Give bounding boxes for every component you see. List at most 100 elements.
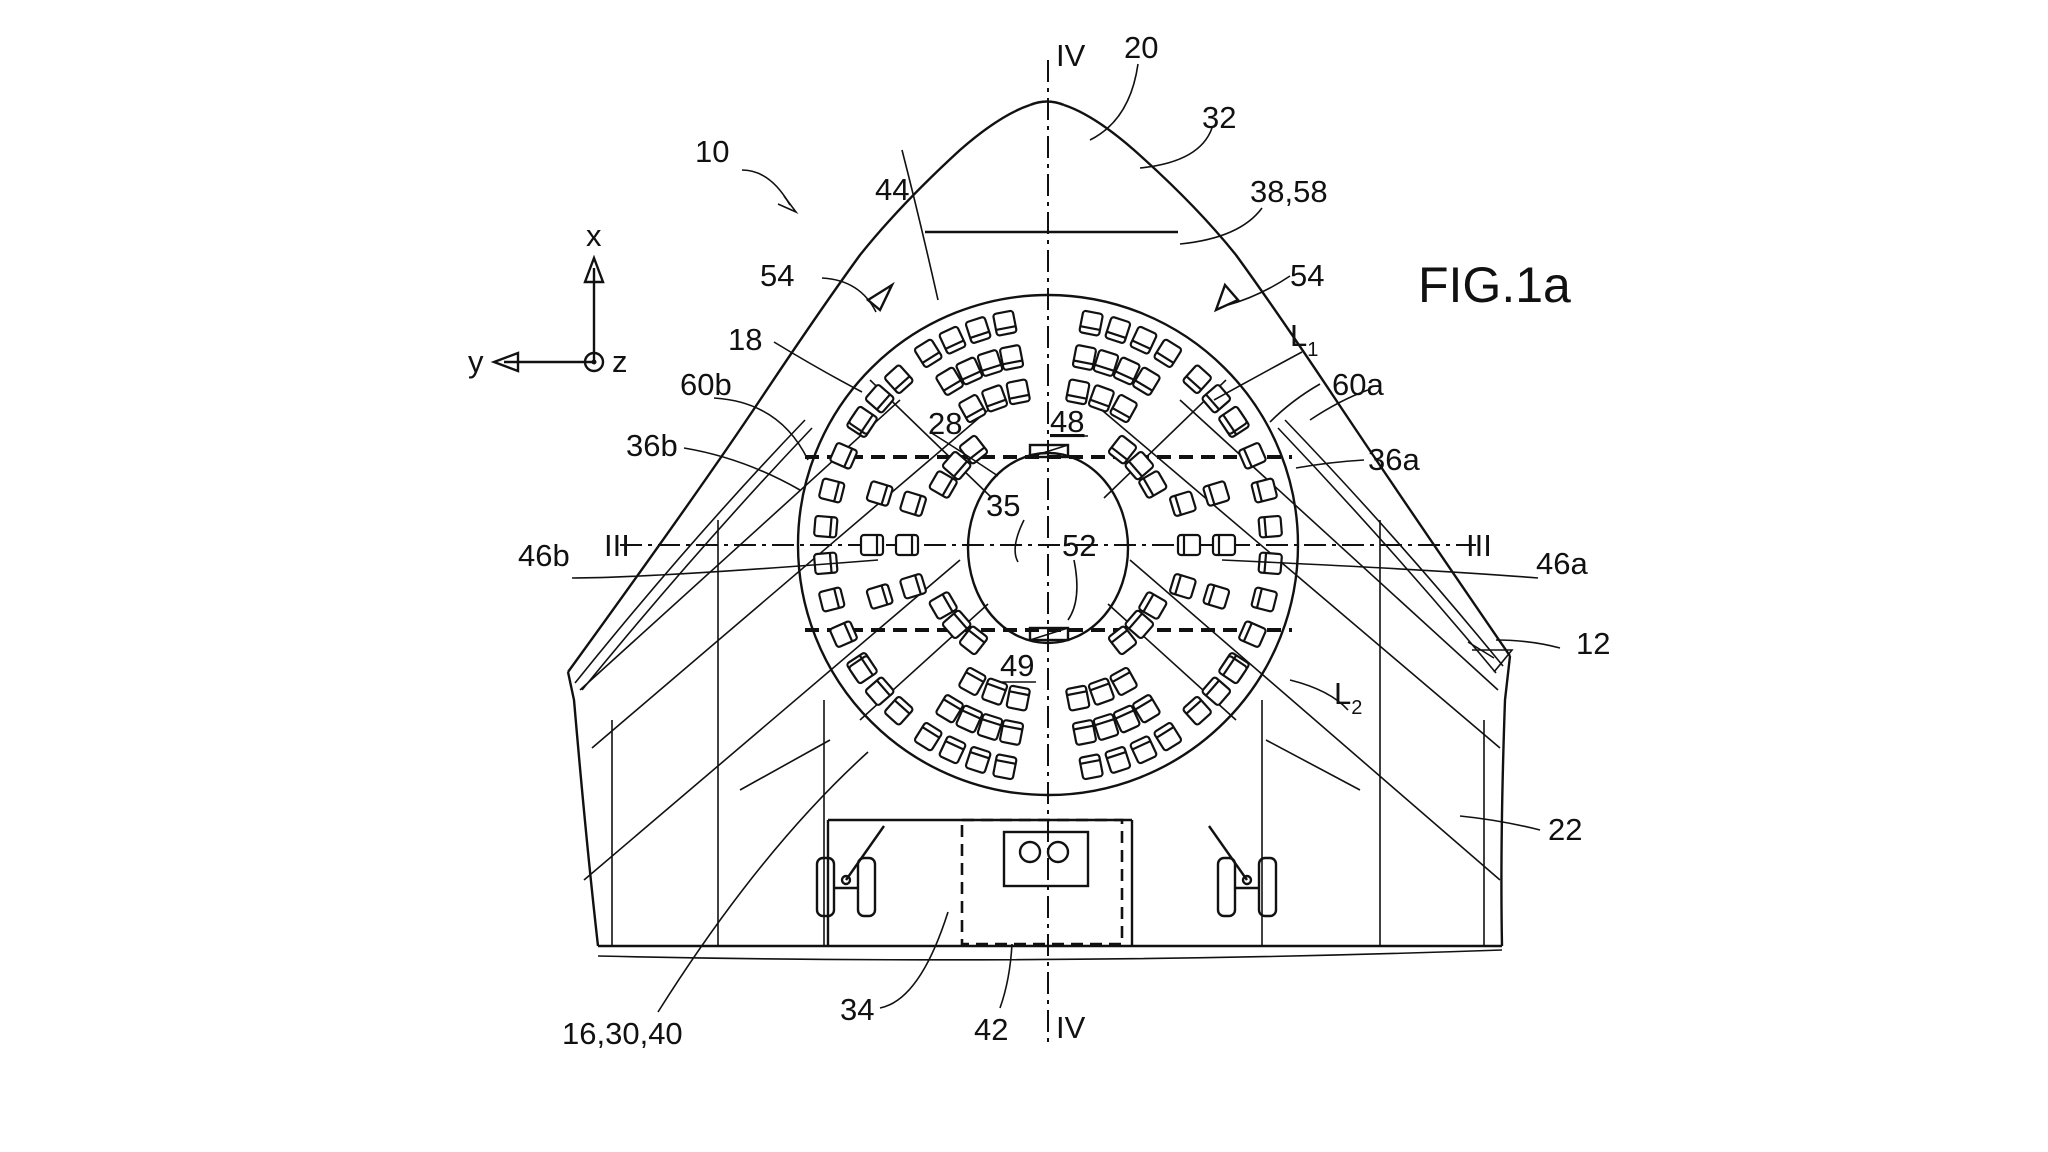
seat-icon — [818, 477, 846, 504]
ref-22: 22 — [1548, 812, 1582, 847]
seat-icon — [958, 666, 987, 696]
seat-icon — [1257, 551, 1283, 576]
seat-icon — [1092, 713, 1120, 741]
seat-icon — [1202, 583, 1231, 610]
seat-icon — [992, 309, 1018, 337]
seat-icon — [899, 573, 927, 600]
seat-icon — [1182, 695, 1212, 726]
axis-triad: x y z — [468, 218, 628, 379]
seat-icon — [935, 366, 964, 396]
seat-icon — [1112, 356, 1141, 386]
leader-lines — [571, 63, 1561, 1013]
seat-icon — [976, 349, 1004, 377]
seat-icon — [999, 344, 1025, 371]
ref-L2-main: L — [1334, 676, 1351, 711]
ref-L1-sub: 1 — [1307, 339, 1318, 361]
ref-42: 42 — [974, 1012, 1008, 1047]
seat-icon — [818, 586, 846, 613]
ref-36b: 36b — [626, 428, 678, 463]
section-mark-right: III — [1466, 528, 1492, 563]
seat-icon — [1138, 591, 1168, 620]
seat-icon — [981, 677, 1009, 706]
seat-icon — [928, 470, 958, 499]
seat-icon — [938, 735, 967, 765]
section-mark-left: III — [604, 528, 630, 563]
seat-icon — [1250, 477, 1278, 504]
seat-icon — [1202, 480, 1231, 507]
landing-gear-area — [815, 818, 1278, 946]
seat-icon — [1112, 704, 1141, 734]
seat-icon — [1078, 309, 1104, 337]
section-mark-bottom: IV — [1056, 1010, 1086, 1045]
ref-20: 20 — [1124, 30, 1158, 65]
seat-icon — [829, 620, 858, 648]
seat-icon — [955, 356, 984, 386]
seat-icon — [1238, 620, 1267, 648]
ref-36a: 36a — [1368, 442, 1420, 477]
ref-54-right: 54 — [1290, 258, 1324, 293]
seat-icon — [848, 405, 878, 435]
ref-L2: L2 — [1334, 676, 1362, 719]
seat-icon — [1238, 442, 1267, 470]
ref-52: 52 — [1062, 528, 1096, 563]
seat-icon — [1104, 316, 1132, 344]
ref-35: 35 — [986, 488, 1020, 523]
seat-icon — [976, 713, 1004, 741]
seat-icon — [1201, 676, 1232, 706]
seat-icon — [859, 533, 885, 557]
seat-icon — [992, 753, 1018, 781]
axis-z-label: z — [612, 344, 628, 379]
seat-icon — [1218, 405, 1248, 435]
axis-x-label: x — [586, 218, 602, 253]
figure-title: FIG.1a — [1418, 257, 1571, 313]
seat-icon — [1218, 655, 1248, 685]
seat-icon — [981, 384, 1009, 413]
seat-icon — [884, 364, 914, 395]
seat-icon — [829, 442, 858, 470]
seat-icon — [864, 384, 895, 414]
ref-L1-main: L — [1290, 318, 1307, 353]
ref-16-30-40: 16,30,40 — [562, 1016, 683, 1051]
seat-icon — [1005, 684, 1031, 712]
seat-icon — [1182, 364, 1212, 395]
ref-12: 12 — [1576, 626, 1610, 661]
seat-icon — [1153, 722, 1183, 752]
seat-icon — [1107, 434, 1138, 465]
seat-icon — [1078, 753, 1104, 781]
seat-icon — [1107, 625, 1138, 656]
seat-icon — [1132, 694, 1161, 724]
ref-32: 32 — [1202, 100, 1236, 135]
seat-icon — [1087, 384, 1115, 413]
seat-icon — [999, 719, 1025, 746]
seat-icon — [935, 694, 964, 724]
seat-icon — [964, 746, 992, 774]
ref-48: 48 — [1050, 404, 1084, 439]
seat-icon — [1153, 338, 1183, 368]
seat-icon — [938, 325, 967, 355]
seat-icon — [865, 480, 894, 507]
seat-icon — [958, 625, 989, 656]
seat-icon — [955, 704, 984, 734]
ref-38-58: 38,58 — [1250, 174, 1328, 209]
seat-icon — [865, 583, 894, 610]
ref-28: 28 — [928, 406, 962, 441]
seat-icon — [813, 514, 839, 539]
seat-icon — [941, 609, 972, 640]
seat-icon — [884, 695, 914, 726]
axis-y-label: y — [468, 344, 484, 379]
seat-icon — [1176, 533, 1202, 557]
seat-icon — [1065, 684, 1091, 712]
seat-icon — [899, 490, 927, 517]
seat-icon — [1257, 514, 1283, 539]
ref-10: 10 — [695, 134, 729, 169]
seat-icon — [1104, 746, 1132, 774]
ref-60b: 60b — [680, 367, 732, 402]
seat-icon — [964, 316, 992, 344]
seat-icon — [958, 394, 987, 424]
seat-icon — [1109, 666, 1138, 696]
ref-54-left: 54 — [760, 258, 794, 293]
seat-icon — [1129, 735, 1158, 765]
seat-icon — [913, 338, 943, 368]
ref-L2-sub: 2 — [1351, 697, 1362, 719]
